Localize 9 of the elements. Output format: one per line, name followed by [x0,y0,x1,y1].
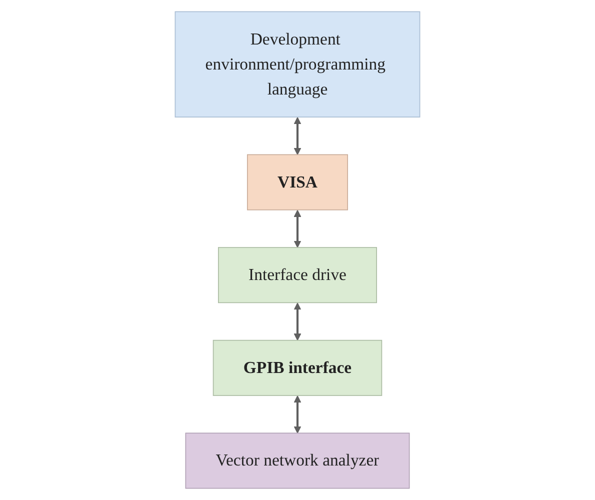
arrow [294,302,302,341]
node-box: VISA [247,154,348,210]
arrow [294,117,302,155]
arrow [294,396,302,434]
node-box: Interface drive [218,247,377,304]
node-box: Development environment/programming language [174,11,420,118]
arrow [294,210,302,248]
node-box: Vector network analyzer [185,432,410,489]
node-box: GPIB interface [212,340,382,396]
